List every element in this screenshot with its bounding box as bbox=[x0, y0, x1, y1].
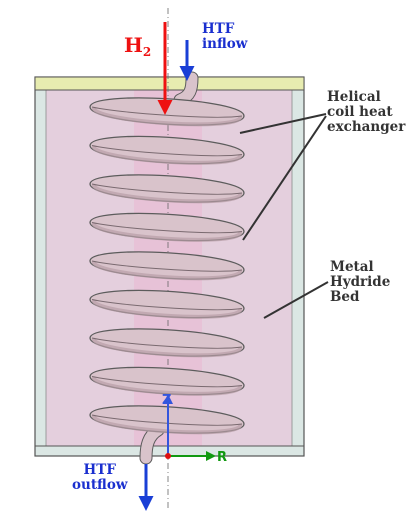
coil-label-line1: Helical bbox=[327, 89, 381, 105]
coil-turn-shade bbox=[92, 184, 242, 204]
htf-inflow-line2: inflow bbox=[202, 36, 248, 53]
h2-label: H2 bbox=[124, 33, 152, 59]
coil-turn bbox=[89, 212, 245, 242]
coil-turn-shade bbox=[92, 376, 242, 396]
bed-label-line3: Bed bbox=[330, 289, 360, 306]
htf-inflow-label: HTF inflow bbox=[202, 21, 248, 53]
leader-bed bbox=[263, 281, 329, 319]
coil-turn bbox=[89, 328, 245, 358]
coil-turn-crease bbox=[91, 299, 243, 311]
coil-turn-shade bbox=[92, 145, 242, 165]
htf-inflow-line1: HTF bbox=[202, 21, 235, 37]
h2-label-main: H bbox=[124, 33, 143, 57]
h2-label-sub: 2 bbox=[142, 45, 152, 59]
htf-outflow-line1: HTF bbox=[83, 462, 116, 478]
axis-z-label: Z bbox=[162, 393, 172, 408]
htf-outflow-line2: outflow bbox=[72, 477, 128, 494]
coil-turn-shade bbox=[92, 299, 242, 319]
leader-coil-top bbox=[239, 113, 327, 134]
coil-turn-shade bbox=[92, 338, 242, 358]
coil-turn bbox=[89, 289, 245, 319]
coil-turn-crease bbox=[91, 260, 243, 272]
coil-label-line2: coil heat bbox=[327, 104, 393, 121]
coil-turn-crease bbox=[91, 222, 243, 234]
coil-turn bbox=[89, 366, 245, 396]
bed-label-line1: Metal bbox=[330, 259, 374, 275]
coil-turn-shade bbox=[92, 261, 242, 281]
coil-turn-shade bbox=[92, 107, 242, 127]
coil-turn-crease bbox=[91, 376, 243, 388]
top-cap bbox=[34, 76, 305, 91]
metal-hydride-bed-label: Metal Hydride Bed bbox=[330, 259, 391, 306]
coil-label-line3: exchanger bbox=[327, 119, 406, 136]
helical-coil-label: Helical coil heat exchanger bbox=[327, 89, 406, 136]
coil-turn-crease bbox=[91, 106, 243, 118]
coil-turn bbox=[89, 135, 245, 165]
coil-turn bbox=[89, 251, 245, 281]
leader-coil-bottom bbox=[242, 115, 327, 241]
coil-turn-shade bbox=[92, 222, 242, 242]
bed-label-line2: Hydride bbox=[330, 274, 391, 291]
coil-turn-crease bbox=[91, 337, 243, 349]
htf-outflow-label: HTF outflow bbox=[72, 462, 128, 494]
helical-coil bbox=[89, 97, 245, 435]
axis-r-label: R bbox=[217, 450, 228, 465]
coil-turn bbox=[89, 174, 245, 204]
coil-turn-crease bbox=[91, 183, 243, 195]
coil-turn-crease bbox=[91, 145, 243, 157]
axis-origin bbox=[165, 453, 171, 459]
